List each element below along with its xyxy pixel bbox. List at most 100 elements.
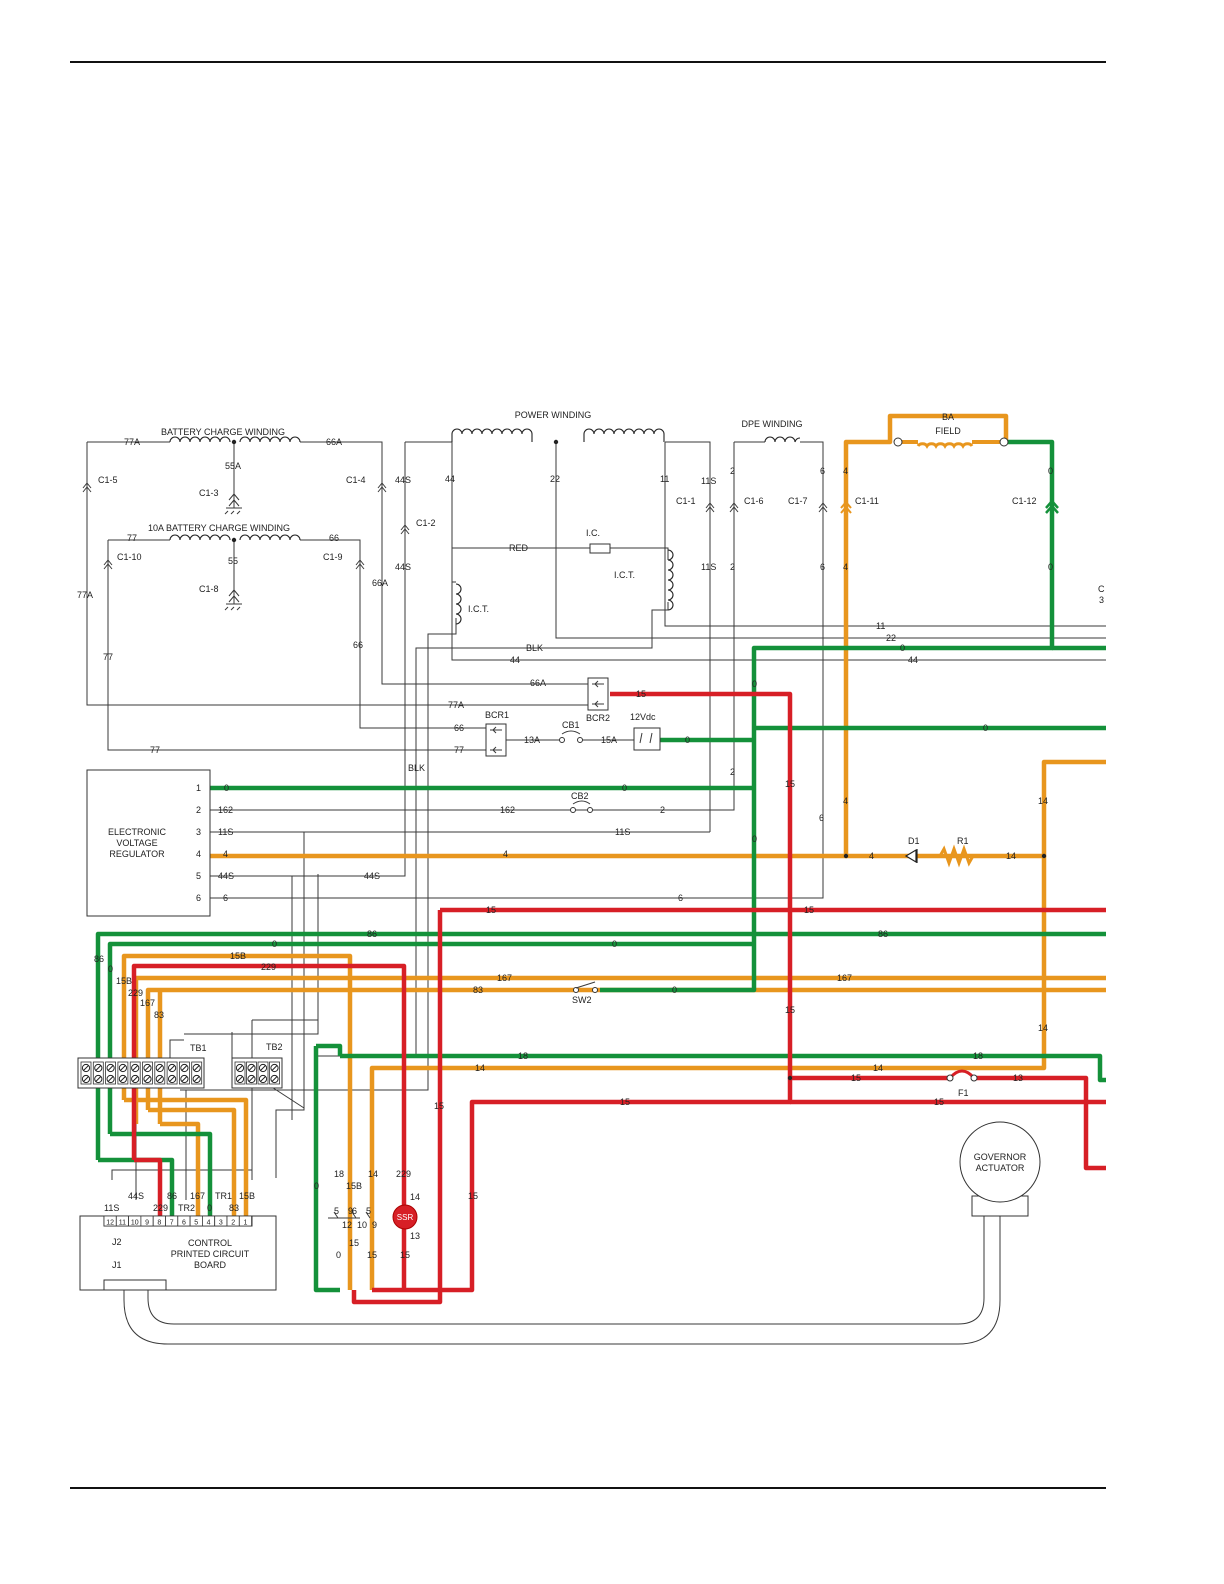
connector-chevrons: [82, 482, 1059, 570]
wire-0-d: 0: [685, 735, 690, 745]
cpcb-label-83: 83: [229, 1203, 239, 1213]
terminal-slot: [132, 1065, 139, 1071]
wire-15-c: 15: [486, 905, 496, 915]
wire-66a-c: 66A: [530, 678, 546, 688]
sw2-contact-a: [573, 987, 579, 993]
wire-77a-c: 77A: [448, 700, 464, 710]
relay-pin-5b: 5: [366, 1206, 371, 1216]
ssr-label: SSR: [397, 1213, 414, 1222]
evr-pin-6: 6: [196, 893, 201, 903]
terminal-slot: [144, 1076, 151, 1082]
wire-0: 0: [1048, 466, 1053, 476]
evr-title-2: VOLTAGE: [116, 838, 157, 848]
d1-diode: [904, 848, 918, 864]
wire-0-j: 0: [272, 939, 277, 949]
wire-15-k: 15: [349, 1238, 359, 1248]
terminal-slot: [120, 1065, 126, 1071]
conn-c1-6: C1-6: [744, 496, 764, 506]
wire-86-b: 86: [878, 929, 888, 939]
labels: BATTERY CHARGE WINDING 10A BATTERY CHARG…: [77, 410, 1105, 1270]
terminal-cell: [142, 1061, 153, 1085]
cpcb-pin-number: 6: [182, 1220, 186, 1227]
conn-c1-7: C1-7: [788, 496, 808, 506]
wire-11s: 11S: [701, 476, 716, 486]
wire-4-e: 4: [223, 849, 228, 859]
terminal-cell: [166, 1061, 178, 1085]
cpcb-pin-number: 12: [106, 1220, 114, 1227]
wire-66: 66: [329, 533, 339, 543]
j1-label: J1: [112, 1260, 122, 1270]
wire-18: 18: [518, 1051, 528, 1061]
wire-44s-d: 44S: [364, 871, 380, 881]
relay-contacts: [328, 1211, 371, 1219]
relay-pin-9b: 9: [372, 1220, 377, 1230]
terminal-slot: [181, 1065, 188, 1071]
wire-11s-b: 11S: [701, 562, 716, 572]
ict-label-right: I.C.T.: [614, 570, 635, 580]
wire-6: 6: [820, 466, 825, 476]
wire-55: 55: [228, 556, 238, 566]
cpcb-label-0: 0: [207, 1203, 212, 1213]
evr-title-1: ELECTRONIC: [108, 827, 167, 837]
wire-11: 11: [660, 474, 669, 484]
conn-c1-2: C1-2: [416, 518, 436, 528]
terminal-slot: [107, 1076, 114, 1082]
wire-14-f: 14: [368, 1169, 378, 1179]
terminal-cell: [257, 1061, 269, 1085]
wire-0-e: 0: [752, 679, 757, 689]
wire-4-b: 4: [843, 562, 848, 572]
wire-77a-b: 77A: [77, 590, 93, 600]
relay-pin-5a: 5: [334, 1206, 339, 1216]
wire-0-f: 0: [983, 723, 988, 733]
terminal-slot: [193, 1076, 200, 1082]
evr-pin-3: 3: [196, 827, 201, 837]
governor-cable: [123, 1212, 1001, 1345]
terminal-slot: [169, 1076, 175, 1082]
wire-0-n: 0: [314, 1181, 319, 1191]
governor-title-2: ACTUATOR: [976, 1163, 1025, 1173]
conn-edge-3: 3: [1099, 595, 1104, 605]
conn-c1-5: C1-5: [98, 475, 118, 485]
cpcb-label-86: 86: [167, 1191, 177, 1201]
green-wires: [95, 439, 1106, 1293]
cpcb-pin-number: 9: [145, 1220, 149, 1227]
wire-66-c: 66: [454, 723, 464, 733]
wire-0-g: 0: [752, 834, 757, 844]
governor-title-1: GOVERNOR: [974, 1152, 1027, 1162]
cb1-contact-a: [559, 737, 565, 743]
wire-11s-d: 11S: [615, 827, 630, 837]
wire-2-b: 2: [730, 562, 735, 572]
terminal-slot: [271, 1076, 278, 1082]
wire-15b: 15B: [230, 951, 246, 961]
wire-14-g: 14: [410, 1192, 420, 1202]
evr-pin-4: 4: [196, 849, 201, 859]
blk-label: BLK: [526, 643, 543, 653]
wire-77: 77: [127, 533, 137, 543]
ic-fuse: [589, 543, 611, 554]
tb2-label: TB2: [266, 1042, 283, 1052]
terminal-cell: [269, 1061, 280, 1085]
terminal-slot: [83, 1065, 89, 1071]
evr-pin-5: 5: [196, 871, 201, 881]
terminal-cell: [105, 1061, 116, 1085]
wire-14-c: 14: [1038, 1023, 1048, 1033]
v12-label: 12Vdc: [630, 712, 656, 722]
wire-6-c: 6: [819, 813, 824, 823]
relay-pin-12: 12: [342, 1220, 352, 1230]
cpcb-pin-number: 8: [157, 1220, 161, 1227]
terminal-slot: [193, 1065, 200, 1071]
wire-15b-b: 15B: [116, 976, 132, 986]
evr-pin-1: 1: [196, 783, 201, 793]
cpcb-box: [79, 1215, 277, 1291]
wire-6-e: 6: [678, 893, 683, 903]
ic-label: I.C.: [586, 528, 600, 538]
bcr2-label: BCR2: [586, 713, 610, 723]
cb1-contact-b: [577, 737, 583, 743]
wire-77-d: 77: [150, 745, 160, 755]
power-winding-label: POWER WINDING: [515, 410, 592, 420]
ssr-relay: [392, 1204, 418, 1230]
wire-22: 22: [550, 474, 560, 484]
